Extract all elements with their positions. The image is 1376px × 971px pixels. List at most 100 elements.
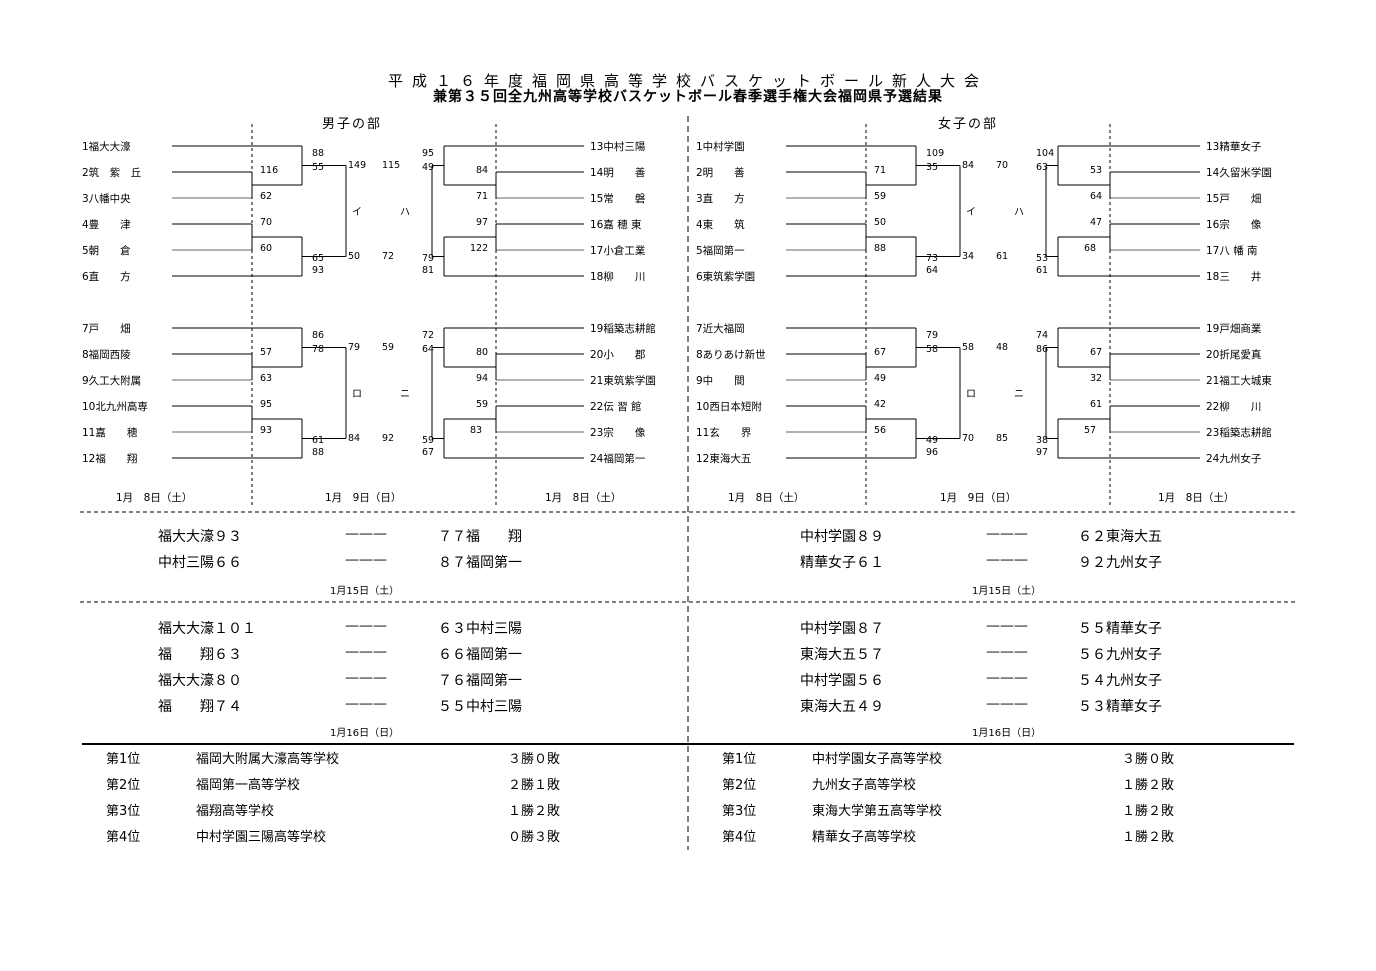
score: 97 — [476, 217, 489, 228]
result-right: ６３中村三陽 — [438, 621, 522, 637]
standing-rank: 第3位 — [106, 804, 141, 819]
team-name: 3直 方 — [696, 193, 745, 205]
pool-label: イ — [966, 207, 976, 218]
round-date: 1月 9日（日） — [325, 492, 402, 504]
pool-score: 149 — [348, 159, 367, 171]
standing-rank: 第1位 — [722, 752, 757, 767]
standing-rank: 第4位 — [722, 830, 757, 845]
score: 96 — [926, 446, 939, 458]
standing-record: １勝２敗 — [1122, 830, 1175, 845]
score: 32 — [1090, 373, 1103, 384]
team-name: 4豊 津 — [82, 219, 131, 231]
score: 55 — [312, 161, 325, 173]
score: 71 — [874, 165, 887, 176]
result-left: 福大大濠９３ — [158, 529, 242, 545]
score: 64 — [926, 264, 939, 276]
standing-record: ０勝３敗 — [508, 830, 561, 845]
score: 56 — [874, 425, 887, 436]
team-name: 2明 善 — [696, 167, 745, 179]
standing-school: 精華女子高等学校 — [812, 830, 917, 845]
standing-rank: 第4位 — [106, 830, 141, 845]
score: 67 — [1090, 347, 1103, 358]
result-right: ８７福岡第一 — [438, 555, 522, 571]
result-left: 福大大濠８０ — [158, 673, 242, 689]
standing-school: 中村学園三陽高等学校 — [196, 830, 327, 845]
score: 78 — [312, 343, 325, 355]
score: 62 — [260, 191, 273, 202]
pool-score: 72 — [382, 250, 395, 262]
result-dash: ——— — [986, 644, 1028, 660]
score: 93 — [312, 264, 325, 276]
score: 122 — [470, 243, 489, 254]
result-right: ６６福岡第一 — [438, 647, 522, 663]
standing-rank: 第3位 — [722, 804, 757, 819]
result-left: 東海大五４９ — [800, 699, 884, 715]
score: 64 — [422, 343, 435, 355]
pool-score: 70 — [962, 432, 975, 444]
score: 61 — [312, 434, 325, 446]
score: 63 — [260, 373, 273, 384]
pool-score: 50 — [348, 250, 361, 262]
team-name: 16宗 像 — [1206, 219, 1262, 231]
pool-score: 115 — [382, 159, 401, 171]
score: 65 — [312, 252, 325, 264]
team-name: 7戸 畑 — [82, 323, 131, 335]
standing-record: １勝２敗 — [508, 804, 561, 819]
score: 74 — [1036, 329, 1049, 341]
standing-record: １勝２敗 — [1122, 804, 1175, 819]
team-name: 1中村学園 — [696, 141, 745, 153]
score: 70 — [260, 217, 273, 228]
team-name: 2筑 紫 丘 — [82, 167, 142, 179]
score: 49 — [874, 373, 887, 384]
score: 61 — [1036, 264, 1049, 276]
score: 95 — [422, 147, 435, 159]
score: 53 — [1036, 252, 1049, 264]
score: 38 — [1036, 434, 1049, 446]
score: 88 — [312, 147, 325, 159]
result-dash: ——— — [986, 526, 1028, 542]
match-date: 1月15日（土） — [330, 586, 400, 597]
result-left: 精華女子６１ — [800, 555, 884, 571]
team-name: 11玄 界 — [696, 427, 752, 439]
pool-label: イ — [352, 207, 362, 218]
score: 94 — [476, 373, 489, 384]
team-name: 9中 間 — [696, 375, 745, 387]
team-name: 1福大大濠 — [82, 141, 131, 153]
team-name: 17八 幡 南 — [1206, 245, 1258, 257]
score: 81 — [422, 264, 435, 276]
score: 73 — [926, 252, 939, 264]
score: 67 — [874, 347, 887, 358]
team-name: 8福岡西陵 — [82, 349, 131, 361]
standing-rank: 第2位 — [722, 778, 757, 793]
score: 116 — [260, 165, 279, 176]
pool-score: 48 — [996, 341, 1009, 353]
team-name: 15戸 畑 — [1206, 193, 1262, 205]
result-dash: ——— — [345, 552, 387, 568]
standing-rank: 第2位 — [106, 778, 141, 793]
result-right: ７７福 翔 — [438, 529, 522, 545]
score: 61 — [1090, 399, 1103, 410]
result-dash: ——— — [345, 526, 387, 542]
score: 88 — [312, 446, 325, 458]
pool-label: ロ — [352, 389, 362, 400]
team-name: 14久留米学園 — [1206, 167, 1272, 179]
pool-score: 92 — [382, 432, 395, 444]
score: 80 — [476, 347, 489, 358]
team-name: 13中村三陽 — [590, 141, 646, 153]
team-name: 10北九州高専 — [82, 401, 148, 413]
division-title: 男子の部 — [322, 117, 383, 132]
score: 95 — [260, 399, 273, 410]
round-date: 1月 8日（土） — [116, 492, 193, 504]
score: 60 — [260, 243, 273, 254]
result-dash: ——— — [345, 670, 387, 686]
pool-score: 59 — [382, 341, 395, 353]
document-subtitle: 兼第３５回全九州高等学校バスケットボール春季選手権大会福岡県予選結果 — [433, 89, 943, 105]
result-right: ５５中村三陽 — [438, 699, 522, 715]
standing-record: １勝２敗 — [1122, 778, 1175, 793]
team-name: 12福 翔 — [82, 453, 138, 465]
match-date: 1月16日（日） — [972, 728, 1042, 739]
round-date: 1月 8日（土） — [728, 492, 805, 504]
result-left: 福 翔６３ — [158, 647, 242, 663]
score: 86 — [1036, 343, 1049, 355]
score: 67 — [422, 446, 435, 458]
